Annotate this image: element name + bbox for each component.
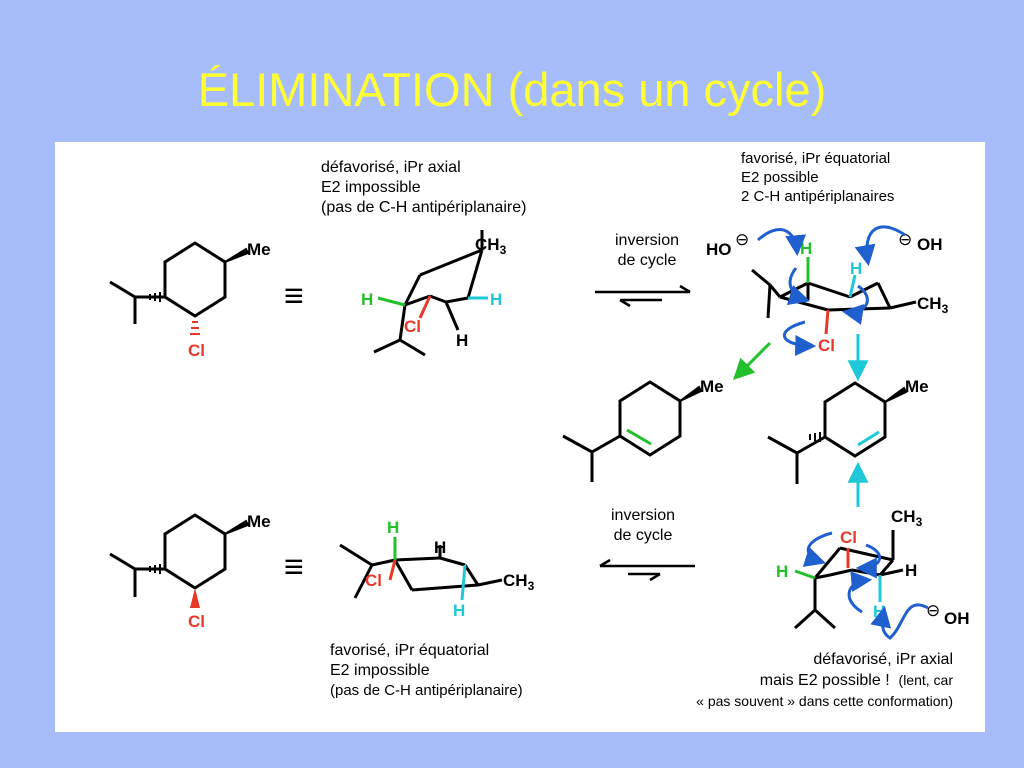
top-right-cl-label: Cl xyxy=(818,336,835,355)
bottom-right-oh-charge: ⊖ xyxy=(926,601,940,620)
bottom-left-cl-label: Cl xyxy=(188,612,205,631)
top-chair-cl-bond xyxy=(418,295,432,319)
top-left-cyclohexane xyxy=(109,241,227,324)
bottom-left-ipr-hash xyxy=(149,564,161,574)
bottom-right-arrow-oh-to-h xyxy=(870,603,929,640)
product-right-cyclohexene xyxy=(767,381,887,484)
bottom-chair-ch3-label: CH3 xyxy=(503,571,535,593)
top-chair-note: défavorisé, iPr axial E2 impossible (pas… xyxy=(321,158,526,218)
top-equivalence-sign: ≡ xyxy=(284,277,304,315)
top-right-ho-label: HO xyxy=(706,240,732,259)
bottom-right-arrow-bond xyxy=(855,543,881,579)
top-right-note-line3: 2 C-H antipériplanaires xyxy=(741,188,895,205)
bottom-right-note: défavorisé, iPr axial mais E2 possible !… xyxy=(600,650,953,711)
top-right-note-line2: E2 possible xyxy=(741,169,819,186)
bottom-equivalence-sign: ≡ xyxy=(284,548,304,586)
bottom-chair-h-top: H xyxy=(434,538,446,557)
bottom-right-arrow-ch-bond xyxy=(847,571,873,614)
bottom-chair-note-line3: (pas de C-H antipériplanaire) xyxy=(330,682,523,699)
bottom-right-note-line3: « pas souvent » dans cette conformation) xyxy=(696,693,953,709)
bottom-chair-h-cyan: H xyxy=(453,601,465,620)
top-right-cl-bond xyxy=(824,309,830,335)
bottom-right-cl-label: Cl xyxy=(840,528,857,547)
bottom-left-me-label: Me xyxy=(247,512,271,531)
product-left-cyclohexene xyxy=(562,380,682,482)
bottom-right-ch3-label: CH3 xyxy=(891,507,923,529)
bottom-chair-ring xyxy=(339,543,503,599)
bottom-chair-note-line1: favorisé, iPr équatorial xyxy=(330,642,490,659)
top-right-arrow-cl-leaving xyxy=(782,320,817,356)
top-equilibrium-arrows xyxy=(595,284,691,308)
bottom-right-green-h-bond xyxy=(794,569,816,580)
top-right-arrow-ho-to-h xyxy=(756,228,807,257)
bottom-chair-cl-bond xyxy=(388,559,397,581)
bottom-equilibrium-arrows xyxy=(599,558,695,582)
top-right-ho-charge: ⊖ xyxy=(735,230,749,249)
slide-title: ÉLIMINATION (dans un cycle) xyxy=(197,63,827,116)
top-right-h-cyan: H xyxy=(850,259,862,278)
bottom-right-arrow-cl-leaving xyxy=(802,531,833,567)
top-chair-cl: Cl xyxy=(404,317,421,336)
top-chair-note-line3: (pas de C-H antipériplanaire) xyxy=(321,199,527,216)
bottom-chair-h-green: H xyxy=(387,518,399,537)
bottom-equilibrium-label: inversion de cycle xyxy=(595,506,691,546)
bottom-right-note-line1: défavorisé, iPr axial xyxy=(813,651,953,668)
top-equilibrium-line2: de cycle xyxy=(617,252,677,269)
top-chair-ch3-label: CH3 xyxy=(475,235,507,257)
top-right-chair-ring xyxy=(751,268,917,319)
top-right-oh-label: OH xyxy=(917,235,943,254)
bottom-right-h-green: H xyxy=(776,562,788,581)
top-chair-h-right: H xyxy=(490,290,502,309)
diagram-panel xyxy=(55,142,985,732)
top-left-cl-hash xyxy=(190,321,200,335)
bottom-right-note-line2: mais E2 possible ! (lent, car xyxy=(600,670,953,691)
top-right-note: favorisé, iPr équatorial E2 possible 2 C… xyxy=(741,149,894,206)
top-left-ipr-hash xyxy=(149,292,161,302)
top-chair-h-left: H xyxy=(361,290,373,309)
top-right-oh-charge: ⊖ xyxy=(898,230,912,249)
top-equilibrium-line1: inversion xyxy=(614,232,680,249)
top-right-ch3-label: CH3 xyxy=(917,294,949,316)
top-left-me-wedge xyxy=(224,247,250,263)
top-right-arrow-bond-green xyxy=(786,267,811,305)
top-chair-note-line1: défavorisé, iPr axial xyxy=(321,159,461,176)
bottom-right-note-line2b: (lent, car xyxy=(898,672,953,688)
product-right-me-label: Me xyxy=(905,377,929,396)
bottom-chair-cyan-h-bond xyxy=(460,564,467,601)
top-left-cl-label: Cl xyxy=(188,341,205,360)
top-right-arrow-bond-cyan xyxy=(841,284,869,325)
bottom-chair-note-line2: E2 impossible xyxy=(330,662,430,679)
bottom-right-oh-label: OH xyxy=(944,609,970,628)
top-right-h-green: H xyxy=(800,239,812,258)
green-product-arrow xyxy=(733,341,772,380)
top-right-cyan-h-bond xyxy=(848,274,857,298)
bottom-left-cl-wedge xyxy=(190,588,200,608)
bottom-equilibrium-line1: inversion xyxy=(610,507,676,524)
product-left-me-wedge xyxy=(679,385,703,402)
bottom-left-me-wedge xyxy=(224,519,250,535)
bottom-chair-cl: Cl xyxy=(365,571,382,590)
bottom-right-h-right: H xyxy=(905,561,917,580)
top-left-me-label: Me xyxy=(247,240,271,259)
product-right-ipr-hash xyxy=(809,432,821,442)
top-chair-h-left-bond xyxy=(377,296,406,307)
top-right-arrow-oh-to-h xyxy=(854,225,906,267)
product-right-double-bond xyxy=(857,430,880,447)
top-equilibrium-label: inversion de cycle xyxy=(599,231,695,271)
product-left-double-bond xyxy=(626,428,652,446)
top-right-note-line1: favorisé, iPr équatorial xyxy=(741,150,891,167)
bottom-chair-note: favorisé, iPr équatorial E2 impossible (… xyxy=(330,641,523,700)
top-chair-ring xyxy=(373,230,484,357)
top-chair-h-bottom: H xyxy=(456,331,468,350)
product-left-me-label: Me xyxy=(700,377,724,396)
bottom-right-note-line2a: mais E2 possible ! xyxy=(759,672,890,689)
product-right-me-wedge xyxy=(884,386,908,403)
bottom-equilibrium-line2: de cycle xyxy=(613,527,673,544)
bottom-left-cyclohexane xyxy=(109,513,227,597)
top-chair-note-line2: E2 impossible xyxy=(321,179,421,196)
